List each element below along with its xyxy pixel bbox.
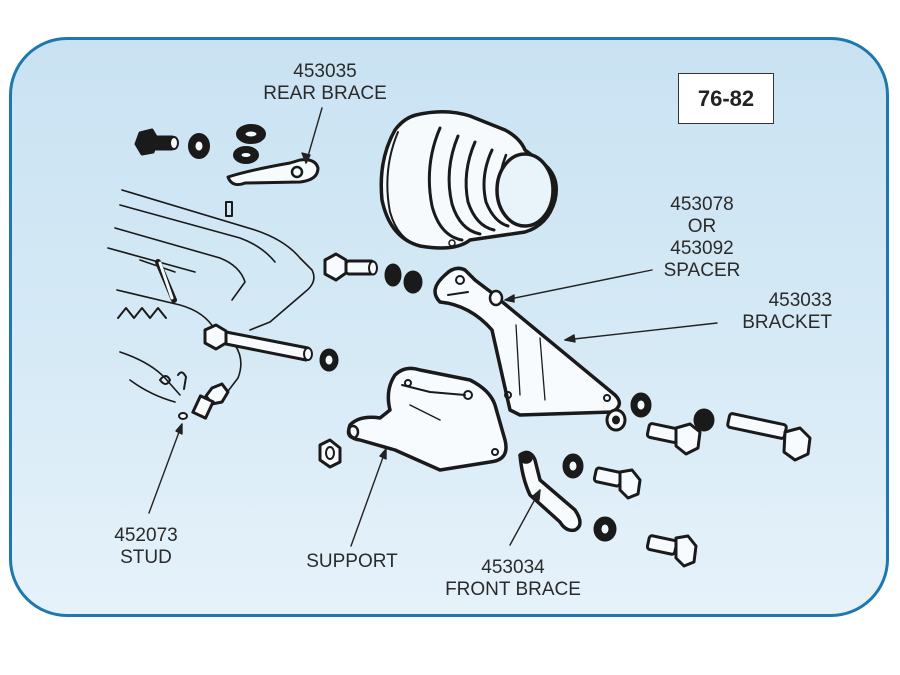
short-bolt-1 (645, 422, 702, 456)
stud (178, 382, 230, 420)
rear-brace-part-number: 453035 (293, 61, 357, 82)
year-range-badge: 76-82 (678, 73, 774, 124)
callout-rear-brace: 453035 REAR BRACE (252, 61, 398, 105)
front-brace (518, 450, 582, 533)
callout-bracket: 453033 BRACKET (720, 290, 832, 334)
callout-front-brace: 453034 FRONT BRACE (430, 557, 596, 601)
long-bolt-right (726, 412, 812, 462)
bolt-center (323, 252, 378, 282)
washer-right (693, 408, 715, 432)
callout-spacer: 453078 OR 453092 SPACER (652, 194, 752, 282)
spacer-1 (384, 263, 402, 287)
spacer-alt-part-number: 453092 (670, 238, 734, 259)
bracket (433, 266, 622, 417)
leader-stud (148, 423, 183, 514)
stud-name: STUD (120, 547, 172, 568)
spacer-name: SPACER (663, 260, 741, 281)
callout-stud: 452073 STUD (104, 525, 188, 569)
rear-brace-name: REAR BRACE (263, 83, 387, 104)
bracket-bolt-hardware (323, 252, 423, 294)
front-brace-name: FRONT BRACE (445, 579, 581, 600)
rear-brace-hardware (134, 124, 320, 186)
leader-rear-brace (305, 107, 323, 164)
rear-brace (226, 158, 320, 186)
leader-spacer (504, 269, 653, 301)
support (346, 366, 508, 472)
stud-part-number: 452073 (114, 525, 178, 546)
bracket-part-number: 453033 (768, 290, 832, 311)
spacer-part-number: 453078 (670, 194, 734, 215)
short-bolt-3 (645, 534, 698, 568)
short-bolt-2 (592, 466, 642, 500)
bracket-name: BRACKET (742, 312, 832, 333)
support-name: SUPPORT (306, 551, 398, 572)
nut-support (318, 438, 342, 469)
leader-bracket (564, 322, 718, 341)
pulley (379, 110, 558, 250)
long-bolt-left (203, 323, 313, 362)
leader-lines (148, 107, 718, 547)
leader-front-brace (509, 489, 541, 546)
leader-support (350, 448, 387, 547)
exhaust-manifold (107, 189, 315, 403)
front-brace-part-number: 453034 (481, 557, 545, 578)
callout-support: SUPPORT (296, 551, 408, 573)
spacer-or: OR (687, 216, 717, 237)
bolt-rear (134, 128, 179, 156)
spacer-2 (403, 270, 423, 294)
